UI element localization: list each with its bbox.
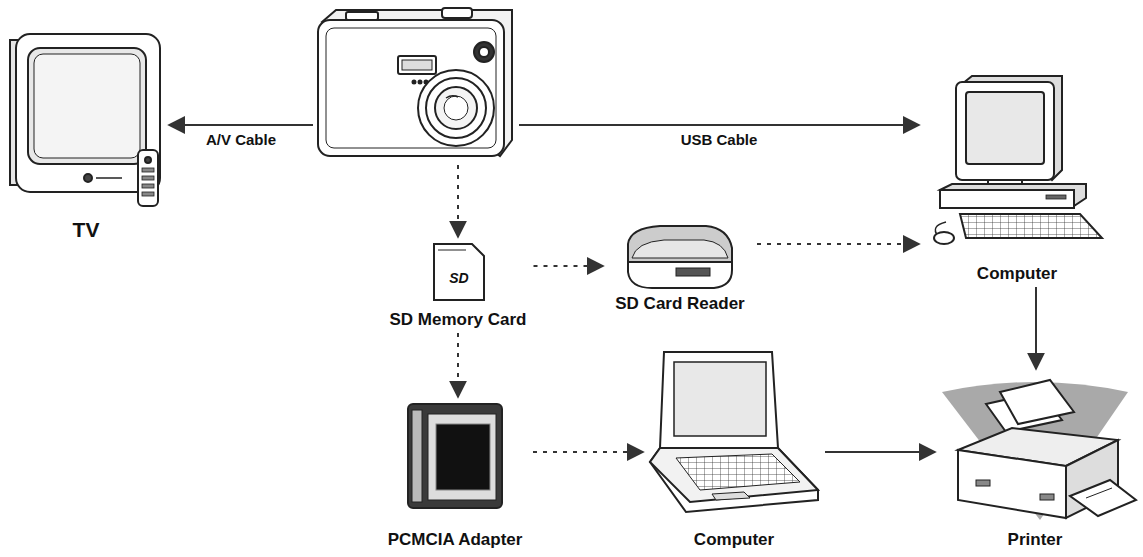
dashed-transfer-arrow [457, 333, 459, 397]
printer [942, 380, 1136, 520]
cable-arrow [169, 124, 313, 126]
device-node: Computer [922, 72, 1112, 284]
device-node: SD Card Reader [606, 224, 754, 314]
device-node: Printer [938, 372, 1132, 550]
device-node: Computer [646, 348, 822, 550]
dashed-transfer-arrow [457, 165, 459, 237]
device-caption: Computer [977, 264, 1057, 284]
dashed-transfer-arrow [534, 265, 604, 267]
pcmcia-adapter [408, 404, 502, 508]
device-caption: Printer [1008, 530, 1063, 550]
device-caption: Computer [694, 530, 774, 550]
laptop-computer [650, 352, 818, 512]
digital-camera [318, 8, 512, 156]
device-caption: TV [73, 218, 100, 242]
device-node: TV [6, 30, 166, 242]
device-caption: SD Memory Card [390, 310, 527, 330]
dashed-transfer-arrow [533, 451, 643, 453]
device-caption: PCMCIA Adapter [388, 530, 523, 550]
desktop-computer [934, 76, 1102, 244]
device-node [316, 6, 516, 162]
card-logo-text: SD [449, 271, 468, 285]
cable-label: A/V Cable [203, 131, 279, 148]
device-caption: SD Card Reader [615, 294, 744, 314]
television [10, 34, 160, 206]
cable-label: USB Cable [678, 131, 761, 148]
dashed-transfer-arrow [757, 243, 919, 245]
sd-memory-card [434, 244, 484, 300]
device-node: SD Memory Card [386, 240, 531, 330]
cable-arrow [1035, 287, 1037, 369]
device-node: PCMCIA Adapter [380, 400, 530, 550]
cable-arrow [519, 124, 919, 126]
sd-card-reader [628, 226, 732, 288]
cable-arrow [825, 451, 935, 453]
